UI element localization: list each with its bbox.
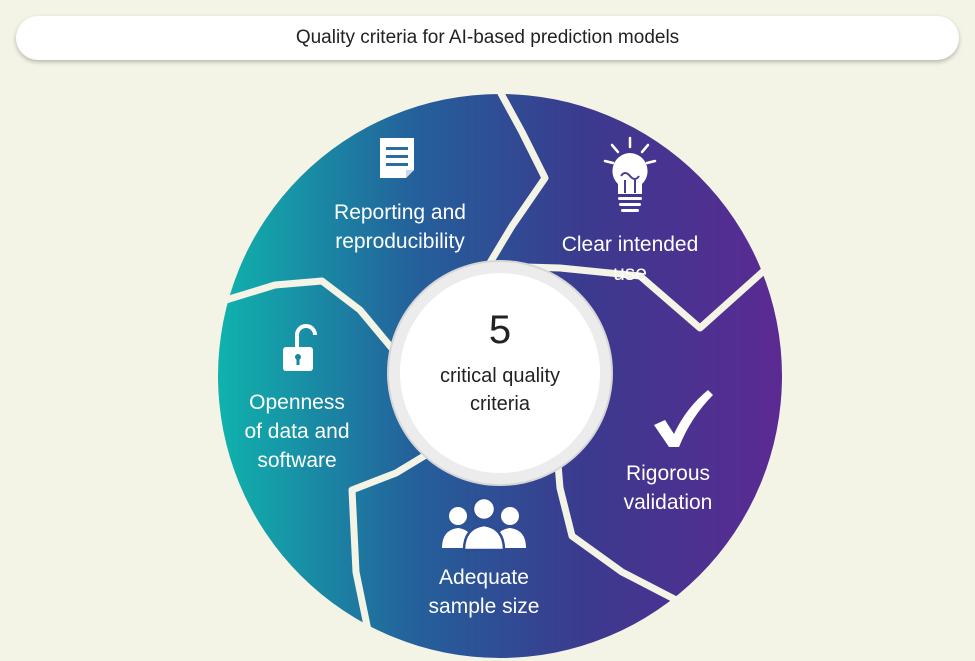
segment-label-line2: sample size [429, 595, 540, 618]
segment-reporting: Reporting and reproducibility [334, 138, 466, 253]
separator-bottom-left [348, 444, 441, 641]
segment-label-line2: of data and [244, 420, 349, 443]
separator-top [484, 86, 549, 268]
center-text-line2: criteria [470, 393, 531, 415]
segment-label-line2: use [613, 262, 647, 285]
unlock-icon [283, 324, 317, 371]
segment-label-line1: Rigorous [626, 462, 710, 485]
segment-validation: Rigorous validation [624, 390, 713, 514]
center-text-line1: critical quality [440, 365, 560, 387]
segment-label-line1: Openness [249, 391, 345, 414]
people-icon [442, 496, 526, 552]
center-number: 5 [489, 308, 511, 352]
figure-title: Quality criteria for AI-based prediction… [16, 16, 959, 60]
segment-label-line1: Reporting and [334, 201, 466, 224]
separator-left [224, 277, 398, 355]
segment-label-line2: validation [624, 491, 713, 514]
segment-label-line1: Adequate [439, 566, 529, 589]
checkmark-icon [654, 390, 713, 447]
center-circle [400, 273, 600, 473]
segment-openness: Openness of data and software [244, 324, 350, 472]
segment-label-line2: reproducibility [335, 230, 465, 253]
segment-intended-use: Clear intended use [562, 136, 699, 285]
lightbulb-icon [603, 136, 657, 212]
segment-sample-size: Adequate sample size [429, 496, 540, 618]
document-icon [380, 138, 414, 178]
segment-label-line1: Clear intended [562, 233, 699, 256]
segment-label-line3: software [257, 449, 336, 472]
